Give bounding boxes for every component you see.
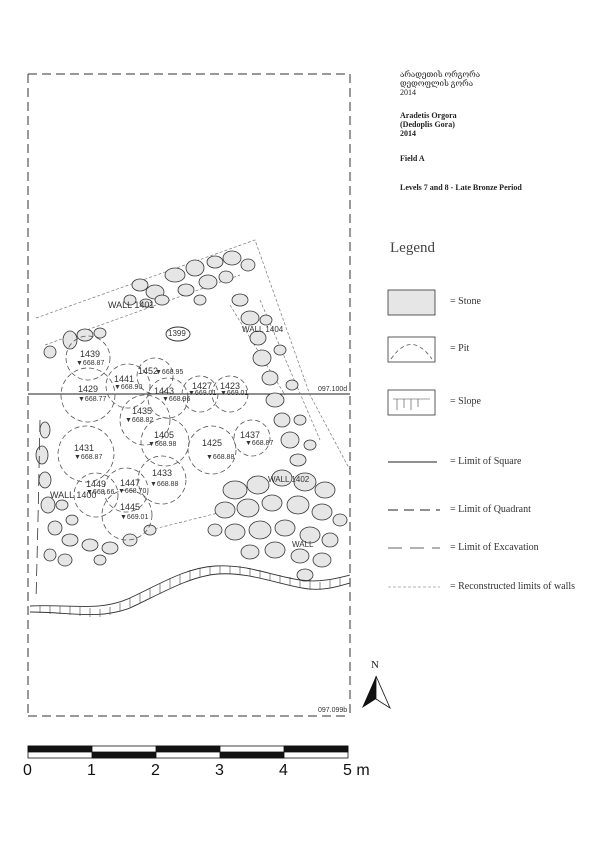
stones [35,250,348,582]
locus-elev: ▼669.01 [120,514,149,521]
wall-label-1402: WALL 1402 [268,475,310,484]
scale-label: 5 m [343,762,370,779]
title-block: არადეთის ორგორა დედოფლის გორა 2014 Arade… [400,70,522,192]
wall-label-1404: WALL 1404 [242,325,284,334]
scale-label: 3 [215,762,224,779]
locus-elev: ▼668.87 [245,440,274,447]
scale-label: 0 [23,762,32,779]
locus-elev: ▼668.87 [74,454,103,461]
locus-label-1399: 1399 [168,329,186,338]
scale-label: 4 [279,762,288,779]
legend-title: Legend [390,240,435,256]
locus-label: 1447 [120,478,141,488]
locus-label: 1423 [220,381,241,391]
north-label: N [371,659,379,671]
locus-label: 1405 [154,430,175,440]
locus-elev: ▼668.66 [86,489,115,496]
slope-hachures [39,566,341,617]
locus-elev: ▼668.77 [78,396,107,403]
legend-label-reconstructed-walls: = Reconstructed limits of walls [450,581,576,592]
scale-label: 2 [151,762,160,779]
locus-label: 1443 [154,386,175,396]
locus-1399-oval [165,326,191,342]
grid-label-upper: 097.100d [318,386,348,393]
locus-elev: ▼668.87 [76,360,105,367]
wall-label-1400: WALL 1400 [50,490,97,500]
legend-label-pit: = Pit [450,343,470,354]
locus-elev: ▼668.70 [118,488,147,495]
scale-bar [27,745,349,759]
levels-label: Levels 7 and 8 - Late Bronze Period [400,183,522,192]
locus-label: 1452 [138,366,159,376]
wall-label-1401: WALL 1401 [108,300,155,310]
locus-label: 1435 [132,406,153,416]
locus-label: 1427 [192,381,213,391]
limit-of-quadrant [27,73,351,717]
locus-elev: ▼668.98 [148,441,177,448]
locus-elev: ▼668.95 [155,369,184,376]
limit-of-excavation [29,565,351,616]
locus-elev: ▼668.88 [150,481,179,488]
locus-label: 1441 [114,374,135,384]
legend-label-limit-excavation: = Limit of Excavation [450,542,539,553]
north-arrow [362,675,391,710]
locus-label: 1449 [86,479,107,489]
locus-elev: ▼669.01 [220,390,249,397]
scale-label: 1 [87,762,96,779]
site-alt-name: (Dedoplis Gora) [400,120,455,129]
locus-elev: ▼668.96 [162,396,191,403]
locus-label: 1431 [74,443,95,453]
locus-label: 1439 [80,349,101,359]
locus-label: 1429 [78,384,99,394]
locus-elev: ▼669.01 [188,390,217,397]
legend-label-limit-square: = Limit of Square [450,456,522,467]
locus-elev: ▼668.90 [114,384,143,391]
locus-elev: ▼668.82 [125,417,154,424]
wall-label-se: WALL [292,540,314,549]
pits [57,335,271,541]
site-name: Aradetis Orgora [400,111,457,120]
title-year-1: 2014 [400,88,416,97]
title-ka-line1: არადეთის ორგორა [400,70,481,79]
title-year-2: 2014 [400,129,416,138]
legend-label-slope: = Slope [450,396,481,407]
locus-label: 1433 [152,468,173,478]
legend-label-stone: = Stone [450,296,481,307]
limit-of-excavation-west [35,419,41,601]
legend-label-limit-quadrant: = Limit of Quadrant [450,504,531,515]
grid-label-lower: 097.099b [318,707,348,714]
locus-label: 1437 [240,430,261,440]
legend-symbols [387,289,440,588]
locus-label: 1425 [202,438,223,448]
locus-elev: ▼668.88 [206,454,235,461]
title-ka-line2: დედოფლის გორა [400,79,474,88]
locus-label: 1445 [120,502,141,512]
field-label: Field A [400,154,425,163]
